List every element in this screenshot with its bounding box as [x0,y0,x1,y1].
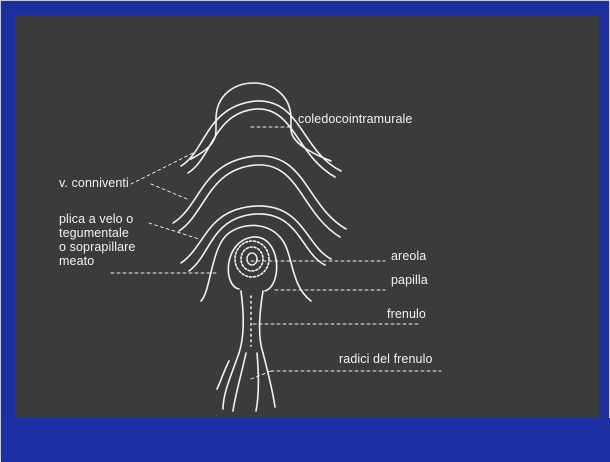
fold-2-outer [180,100,342,172]
fold-2-inner [187,108,336,178]
radice-4 [262,352,276,408]
leader-plica [148,222,200,240]
label-coledocointramurale: coledocointramurale [298,112,413,126]
radice-2 [232,352,247,412]
leader-radici-2 [250,370,272,380]
label-meato: meato [59,254,95,268]
leader-conniventi-1 [130,152,194,185]
fold-3-inner [178,164,341,238]
papilla-hood [200,224,312,302]
radice-1 [222,352,240,410]
frenulo-left [238,290,244,354]
areola-ring-outer [234,240,270,278]
areola-ring-mid [240,246,264,272]
label-areola: areola [391,249,427,263]
radice-5 [216,360,230,390]
label-plica-line2: tegumentale [59,226,129,240]
label-plica-line1: plica a velo o [59,212,134,226]
fold-3-outer [172,155,347,230]
papilla-bulb [227,236,278,292]
label-frenulo: frenulo [387,307,426,321]
radice-3 [255,352,260,412]
fold-4-outer [180,205,332,264]
fold-4-inner [188,213,326,272]
slide-bottom-band [1,418,610,462]
label-papilla: papilla [391,273,428,287]
leader-conniventi-2 [150,183,188,200]
label-v-conniventi: v. conniventi [59,176,129,190]
label-plica-line3: o soprapillare [59,240,136,254]
areola-ring-inner [246,252,258,266]
label-radici-del-frenulo: radici del frenulo [339,352,433,366]
diagram-panel [15,15,599,418]
frenulo-right [258,290,264,354]
